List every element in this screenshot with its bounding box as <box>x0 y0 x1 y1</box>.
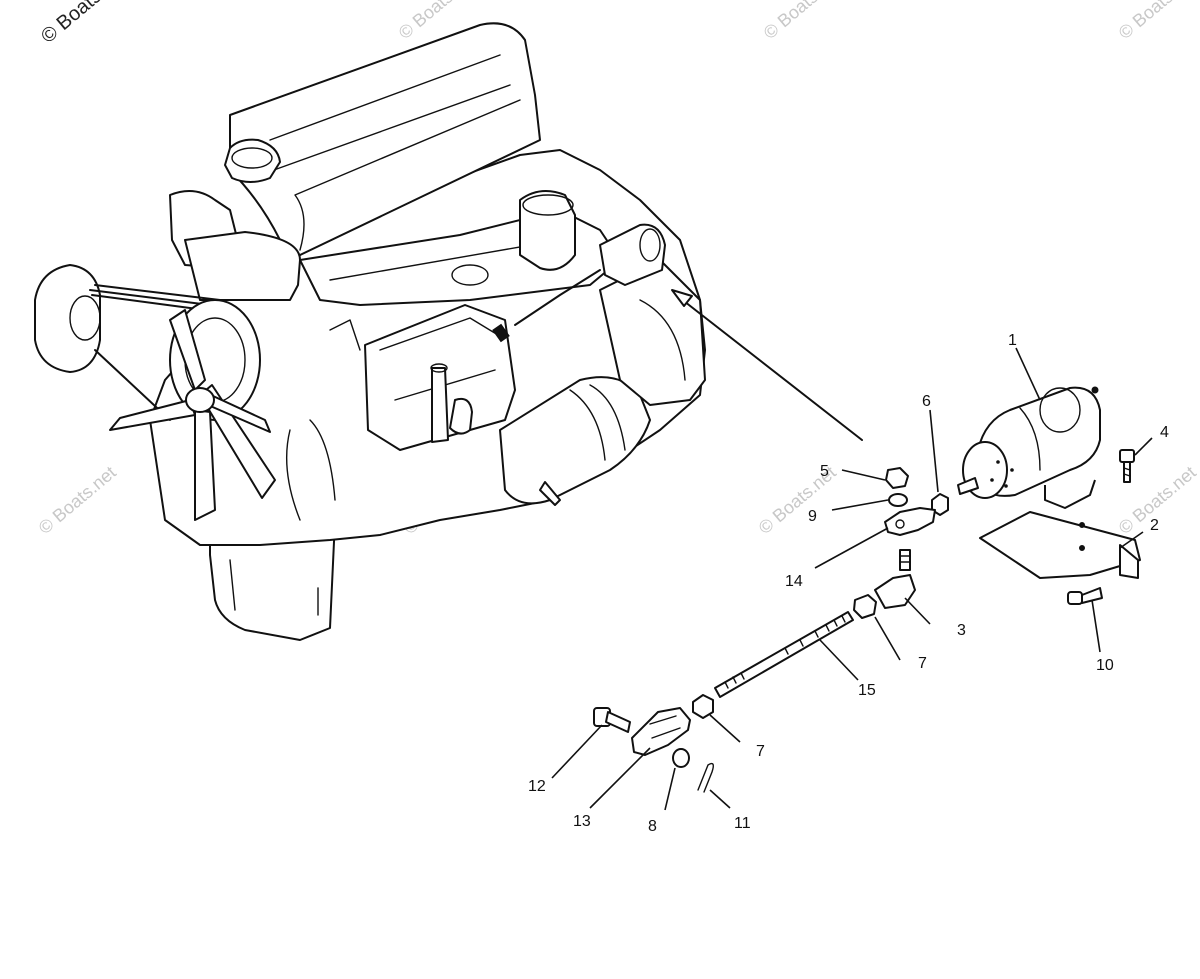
part-12-pin <box>593 707 631 733</box>
watermark: © Boats.net <box>760 0 845 43</box>
part-1-solenoid <box>957 386 1101 509</box>
callout-3: 3 <box>957 622 966 639</box>
callout-9: 9 <box>808 508 817 525</box>
watermark-primary: © Boats <box>37 0 106 48</box>
part-2-bracket <box>979 511 1141 579</box>
callout-12: 12 <box>528 778 546 795</box>
callout-10: 10 <box>1096 657 1114 674</box>
engine-assembly <box>34 22 706 641</box>
part-7-nut <box>692 694 714 719</box>
watermark: © Boats.net <box>1115 0 1200 43</box>
callout-labels: 1 2 3 4 5 6 7 7 8 9 10 11 12 13 14 15 <box>528 332 1169 835</box>
callout-13: 13 <box>573 813 591 830</box>
part-3-ball-joint <box>874 574 916 609</box>
callout-1: 1 <box>1008 332 1017 349</box>
part-8-washer <box>672 748 690 768</box>
part-5-nut <box>885 467 909 489</box>
callout-4: 4 <box>1160 424 1169 441</box>
leader-lines <box>551 347 1153 811</box>
callout-7b: 7 <box>756 743 765 760</box>
part-4-bolt <box>1119 449 1135 483</box>
callout-5: 5 <box>820 463 829 480</box>
part-13-clevis <box>631 707 691 756</box>
part-10-bolt <box>1067 587 1103 605</box>
callout-6: 6 <box>922 393 931 410</box>
part-9-washer <box>888 493 908 507</box>
callout-2: 2 <box>1150 517 1159 534</box>
location-arrow <box>671 289 863 441</box>
callout-15: 15 <box>858 682 876 699</box>
callout-7a: 7 <box>918 655 927 672</box>
part-7-nut <box>853 594 877 619</box>
part-11-cotter-pin <box>697 762 715 793</box>
fan <box>109 309 276 521</box>
part-14-rod-end <box>884 507 936 536</box>
exploded-parts <box>593 386 1141 793</box>
watermark: © Boats.net <box>35 462 120 538</box>
callout-14: 14 <box>785 573 803 590</box>
callout-11: 11 <box>734 815 751 832</box>
callout-8: 8 <box>648 818 657 835</box>
part-15-rod <box>714 611 854 698</box>
